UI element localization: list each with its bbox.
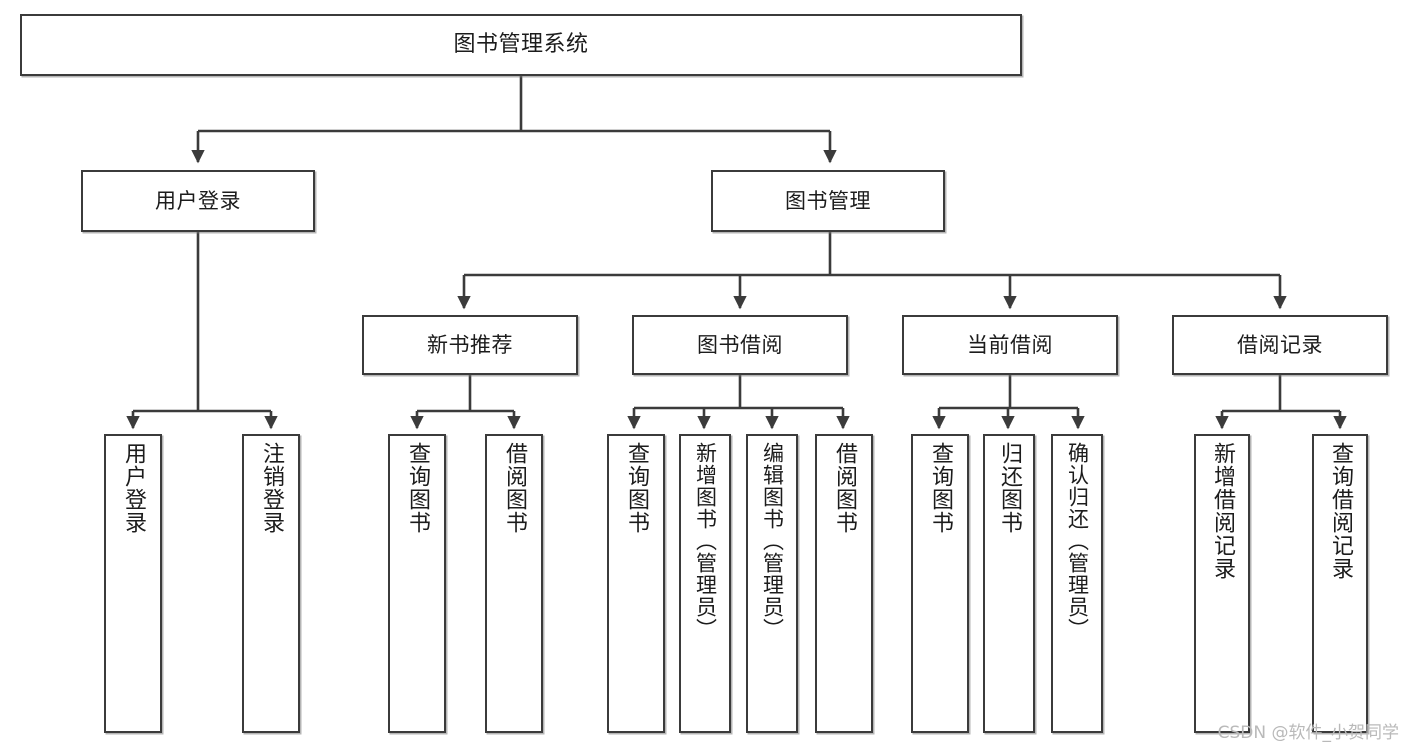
node-label: 新增图书（管理员） xyxy=(693,442,718,640)
leaf-query-book-current[interactable]: 查询图书 xyxy=(911,434,969,733)
leaf-user-logout[interactable]: 注销登录 xyxy=(242,434,300,733)
node-label: 归还图书 xyxy=(997,442,1022,534)
leaf-query-book-recommend[interactable]: 查询图书 xyxy=(388,434,446,733)
node-book-management[interactable]: 图书管理 xyxy=(711,170,945,232)
node-label: 查询借阅记录 xyxy=(1328,442,1353,580)
node-label: 借阅记录 xyxy=(1237,332,1323,357)
leaf-query-book-borrow[interactable]: 查询图书 xyxy=(607,434,665,733)
leaf-borrow-book-borrow[interactable]: 借阅图书 xyxy=(815,434,873,733)
node-label: 查询图书 xyxy=(624,442,649,534)
node-borrow-record[interactable]: 借阅记录 xyxy=(1172,315,1388,375)
csdn-watermark: CSDN @软件_小贺同学 xyxy=(1217,723,1399,743)
node-new-book-recommend[interactable]: 新书推荐 xyxy=(362,315,578,375)
leaf-edit-book-admin[interactable]: 编辑图书（管理员） xyxy=(746,434,798,733)
node-label: 图书管理系统 xyxy=(453,32,589,58)
node-label: 查询图书 xyxy=(405,442,430,534)
node-label: 图书管理 xyxy=(785,188,871,213)
node-book-borrow[interactable]: 图书借阅 xyxy=(632,315,848,375)
node-label: 用户登录 xyxy=(155,188,241,213)
node-label: 当前借阅 xyxy=(967,332,1053,357)
leaf-confirm-return-admin[interactable]: 确认归还（管理员） xyxy=(1051,434,1103,733)
leaf-add-borrow-record[interactable]: 新增借阅记录 xyxy=(1194,434,1250,733)
node-root-book-management-system[interactable]: 图书管理系统 xyxy=(20,14,1022,76)
node-label: 注销登录 xyxy=(259,442,284,534)
leaf-borrow-book-recommend[interactable]: 借阅图书 xyxy=(485,434,543,733)
leaf-return-book[interactable]: 归还图书 xyxy=(983,434,1035,733)
leaf-query-borrow-record[interactable]: 查询借阅记录 xyxy=(1312,434,1368,733)
node-label: 借阅图书 xyxy=(502,442,527,534)
node-label: 借阅图书 xyxy=(832,442,857,534)
node-label: 编辑图书（管理员） xyxy=(760,442,785,640)
node-label: 新书推荐 xyxy=(427,332,513,357)
leaf-add-book-admin[interactable]: 新增图书（管理员） xyxy=(679,434,731,733)
node-current-borrow[interactable]: 当前借阅 xyxy=(902,315,1118,375)
node-label: 确认归还（管理员） xyxy=(1065,442,1090,640)
node-label: 图书借阅 xyxy=(697,332,783,357)
node-user-login[interactable]: 用户登录 xyxy=(81,170,315,232)
leaf-user-login[interactable]: 用户登录 xyxy=(104,434,162,733)
node-label: 新增借阅记录 xyxy=(1210,442,1235,580)
node-label: 查询图书 xyxy=(928,442,953,534)
node-label: 用户登录 xyxy=(121,442,146,534)
